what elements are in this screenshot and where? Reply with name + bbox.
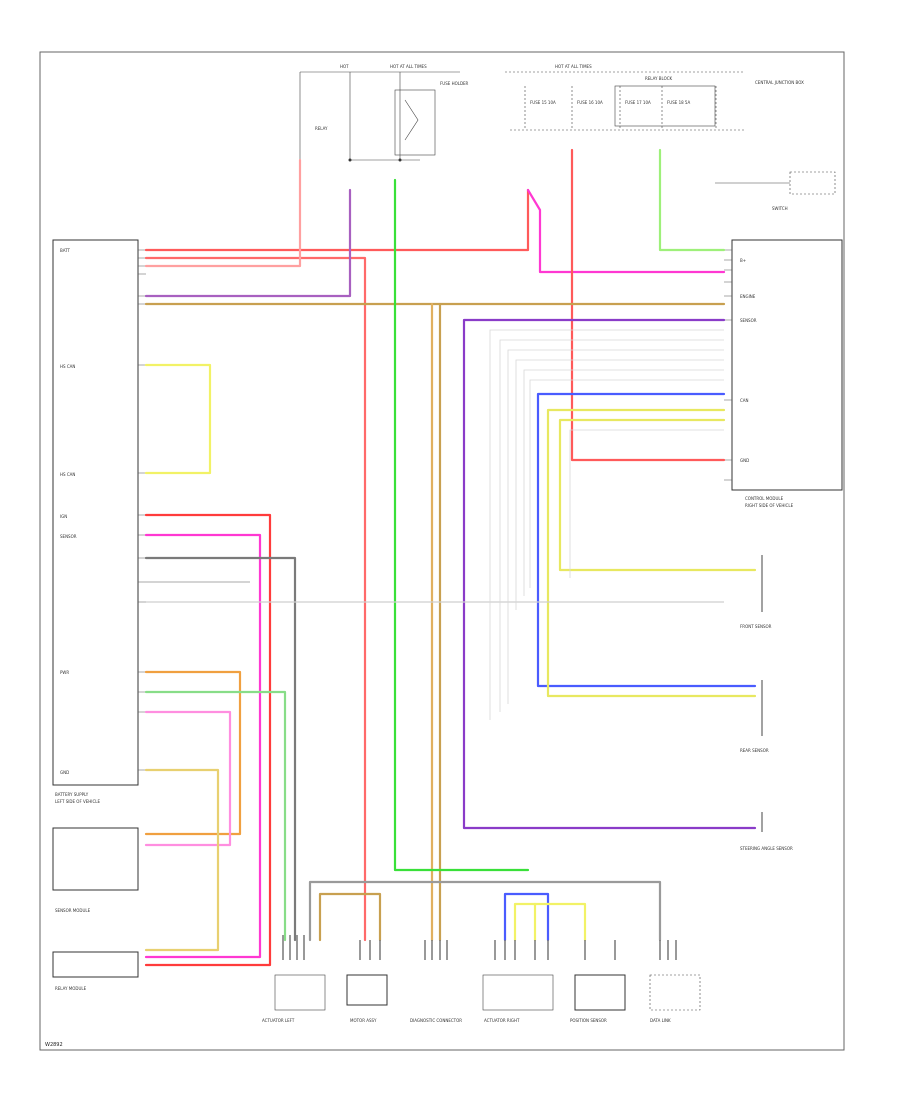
diagram-frame [39,51,845,1051]
front-sensor-connector: FRONT SENSOR [740,555,772,629]
pin-label: GND [740,458,749,463]
switch-note: SWITCH [772,206,788,211]
relay-note: RELAY [315,126,328,131]
hot-label-right: HOT AT ALL TIMES [555,64,592,69]
pin-label: IGN [60,514,67,519]
pin-label: ENGINE [740,294,756,299]
rear-sensor-label: REAR SENSOR [740,748,769,753]
hot-label-left: HOT [340,64,349,69]
steering-label: STEERING ANGLE SENSOR [740,846,793,851]
wires [144,148,757,967]
comp-3-label: DIAGNOSTIC CONNECTOR [410,1018,462,1023]
comp-4-label: ACTUATOR RIGHT [484,1018,520,1023]
left-module-caption: BATTERY SUPPLY [55,792,89,797]
pin-label: BATT [60,248,71,253]
comp-1-label: ACTUATOR LEFT [262,1018,295,1023]
relay-module-box [52,951,139,978]
lower-left-box1: SENSOR MODULE [55,908,91,913]
pin-label: PWR [60,670,69,675]
fuse-row: FUSE 15 10A FUSE 16 10A FUSE 17 10A FUSE… [524,86,717,130]
pin-label: CAN [740,398,749,403]
pin-label: B+ [740,258,746,263]
relay-block-label: RELAY BLOCK [645,76,673,81]
central-junction-label: CENTRAL JUNCTION BOX [755,80,804,85]
diagram-id: W2892 [45,1042,63,1048]
lower-left-box2: RELAY MODULE [55,986,87,991]
fuse-3: FUSE 17 10A [625,100,651,105]
comp-5-label: POSITION SENSOR [570,1018,607,1023]
right-module: B+ ENGINE SENSOR CAN GND [724,239,843,491]
fuse-2: FUSE 16 10A [577,100,603,105]
pin-label: GND [60,770,69,775]
bottom-components [274,935,701,1011]
sensor-module-box [52,827,139,891]
hot-label-always: HOT AT ALL TIMES [390,64,427,69]
relay-block-box [614,85,716,127]
pin-label: HS CAN [60,472,75,477]
pin-label: SENSOR [740,318,757,323]
top-power-area: HOT HOT AT ALL TIMES HOT AT ALL TIMES FU… [299,64,836,211]
pin-label: SENSOR [60,534,77,539]
comp-2-label: MOTOR ASSY [350,1018,377,1023]
steering-connector: STEERING ANGLE SENSOR [740,812,793,851]
rear-sensor-connector: REAR SENSOR [740,680,769,753]
comp-6-label: DATA LINK [650,1018,671,1023]
left-module: BATT HS CAN HS CAN IGN SENSOR PWR GND [52,239,146,786]
right-module-caption: CONTROL MODULE [745,496,784,501]
fuse-holder-label: FUSE HOLDER [440,81,469,86]
front-sensor-label: FRONT SENSOR [740,624,772,629]
fuse-1: FUSE 15 10A [530,100,556,105]
right-module-note: RIGHT SIDE OF VEHICLE [745,503,794,508]
left-module-note: LEFT SIDE OF VEHICLE [55,799,100,804]
pin-label: HS CAN [60,364,75,369]
fuse-4: FUSE 18 5A [667,100,690,105]
